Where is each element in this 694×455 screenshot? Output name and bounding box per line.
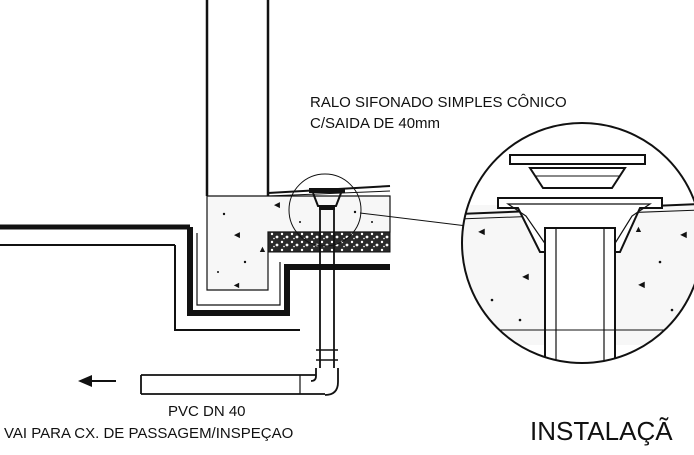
flow-arrow-icon: [78, 375, 116, 387]
svg-text:◄: ◄: [272, 200, 282, 211]
gravel-layer: [267, 231, 391, 253]
svg-text:◄: ◄: [232, 280, 241, 290]
svg-text:▲: ▲: [634, 224, 643, 234]
svg-text:◄: ◄: [476, 226, 487, 238]
svg-text:◄: ◄: [232, 230, 242, 241]
vertical-pipe: [316, 210, 338, 368]
svg-text:◄: ◄: [520, 271, 531, 283]
drain-body: [309, 188, 345, 210]
drain-label-line1: RALO SIFONADO SIMPLES CÔNICO: [310, 94, 567, 111]
pipe-label-line2: VAI PARA CX. DE PASSAGEM/INSPEÇAO: [4, 425, 293, 442]
svg-text:◄: ◄: [636, 279, 647, 291]
detail-title: INSTALAÇÃ: [530, 416, 673, 446]
pipe-label-line1: PVC DN 40: [168, 403, 246, 420]
detail-leader-line: [359, 212, 468, 227]
wall: [205, 0, 270, 196]
svg-text:▲: ▲: [258, 244, 267, 254]
horizontal-pipe: [140, 368, 339, 396]
foundation-outline: [174, 227, 390, 331]
detail-callout: [288, 173, 362, 247]
drain-label-line2: C/SAIDA DE 40mm: [310, 115, 440, 132]
ground-lines: [0, 224, 190, 246]
svg-text:◄: ◄: [678, 229, 689, 241]
detail-view: ◄ ◄ ◄ ◄ ▲: [461, 122, 694, 364]
